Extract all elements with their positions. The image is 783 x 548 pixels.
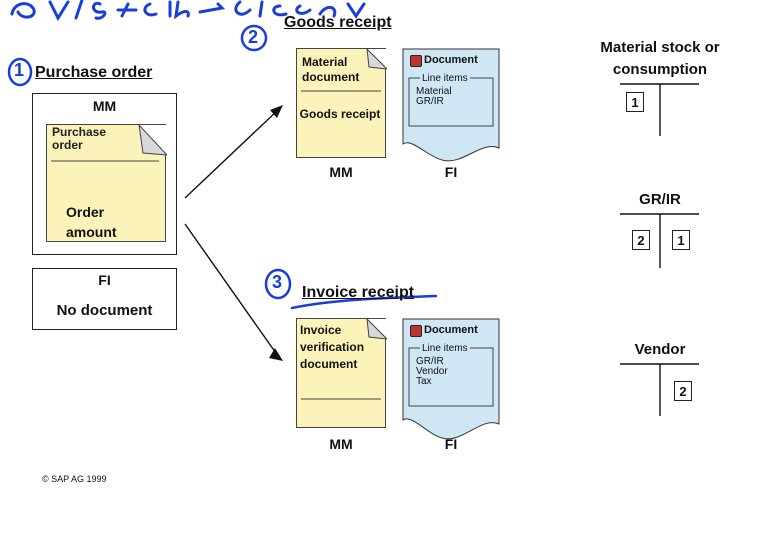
ir-line-1: GR/IR xyxy=(416,356,444,367)
gr-fi-label: FI xyxy=(444,164,458,180)
gr-goods-receipt-text: Goods receipt xyxy=(299,107,381,121)
gr-mm-label: MM xyxy=(329,164,353,180)
ir-line-2: Vendor xyxy=(416,366,448,377)
po-fi-label: FI xyxy=(98,272,111,288)
purchase-order-heading: Purchase order xyxy=(35,64,153,81)
vendor-account-title: Vendor xyxy=(634,341,686,358)
goods-receipt-heading: Goods receipt xyxy=(284,14,392,31)
gr-fi-doc-title: Document xyxy=(424,54,478,66)
gr-line-items: Line items xyxy=(420,73,470,84)
ir-fi-doc-title: Document xyxy=(424,324,478,336)
grir-debit-entry: 2 xyxy=(632,230,650,250)
gr-line-2: GR/IR xyxy=(416,96,444,107)
ir-document-icon xyxy=(410,325,422,337)
po-fi-box xyxy=(32,268,177,330)
gr-line-1: Material xyxy=(416,86,452,97)
gr-material-document xyxy=(296,48,387,158)
po-order-amount: Order amount xyxy=(66,204,117,240)
step-3-badge: 3 xyxy=(272,272,283,292)
ir-invoice-doc-text: Invoice verification document xyxy=(300,323,365,371)
ir-line-items: Line items xyxy=(420,343,470,354)
material-debit-entry: 1 xyxy=(626,92,644,112)
po-doc-title: Purchase order xyxy=(52,125,107,152)
gr-document-icon xyxy=(410,55,422,67)
po-mm-label: MM xyxy=(92,98,117,114)
material-account-title: Material stock or consumption xyxy=(600,39,720,78)
invoice-receipt-heading: Invoice receipt xyxy=(302,284,415,301)
ir-fi-label: FI xyxy=(444,436,458,452)
copyright-text: © SAP AG 1999 xyxy=(42,474,107,484)
step-2-badge: 2 xyxy=(248,27,259,47)
vendor-credit-entry: 2 xyxy=(674,381,692,401)
grir-account-title: GR/IR xyxy=(639,191,681,208)
step-1-badge: 1 xyxy=(14,60,25,80)
ir-line-3: Tax xyxy=(416,376,432,387)
po-document xyxy=(46,124,167,242)
ir-invoice-document xyxy=(296,318,387,428)
po-no-document: No document xyxy=(56,302,153,319)
gr-material-doc-text: Material document xyxy=(302,55,360,84)
grir-credit-entry: 1 xyxy=(672,230,690,250)
ir-mm-label: MM xyxy=(329,436,353,452)
